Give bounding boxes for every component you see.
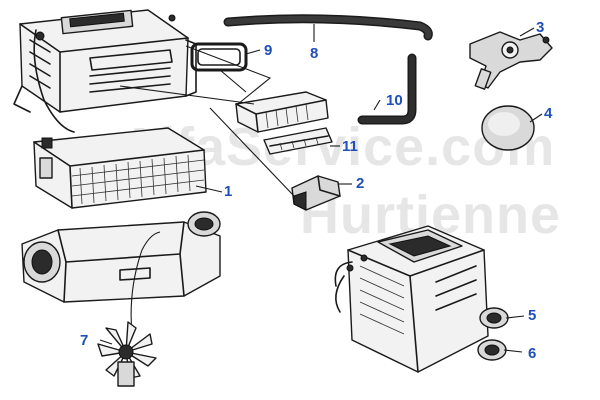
callout-8: 8 bbox=[310, 45, 319, 62]
leader-3 bbox=[519, 27, 535, 37]
callout-5: 5 bbox=[528, 307, 537, 324]
duct-elbow-part-2 bbox=[291, 175, 341, 211]
leader-6 bbox=[503, 349, 523, 353]
gasket-part-9 bbox=[190, 42, 248, 72]
bent-hose-part-10 bbox=[357, 53, 417, 125]
leader-lines bbox=[99, 24, 543, 353]
callout-11: 11 bbox=[342, 138, 358, 155]
leader-7 bbox=[99, 339, 113, 345]
heater-housing-assembly bbox=[13, 9, 197, 133]
callout-3: 3 bbox=[536, 19, 545, 36]
leader-9 bbox=[245, 49, 261, 55]
callout-2: 2 bbox=[356, 175, 365, 192]
heater-core-part-1 bbox=[33, 127, 207, 209]
valve-part-3 bbox=[469, 31, 553, 90]
leader-4 bbox=[529, 113, 543, 123]
leader-housing-to-duct bbox=[209, 107, 295, 197]
hose-part-8 bbox=[223, 14, 433, 41]
heater-unit-assembled bbox=[334, 225, 509, 373]
callout-10: 10 bbox=[386, 92, 403, 109]
callout-7: 7 bbox=[80, 332, 89, 349]
leader-gasket-link bbox=[219, 69, 247, 93]
vent-assembly bbox=[235, 91, 329, 133]
bezel-part-11 bbox=[263, 127, 333, 155]
leader-5 bbox=[505, 315, 525, 319]
fan-part-7 bbox=[97, 231, 161, 387]
leader-housing-to-vent-b bbox=[185, 45, 272, 105]
cap-part-4 bbox=[481, 105, 535, 151]
callout-1: 1 bbox=[224, 183, 233, 200]
callout-4: 4 bbox=[544, 105, 553, 122]
leader-1 bbox=[195, 185, 223, 193]
leader-10 bbox=[373, 99, 381, 111]
leader-housing-to-vent-a bbox=[119, 85, 255, 105]
callout-9: 9 bbox=[264, 42, 273, 59]
blower-housing bbox=[21, 211, 221, 303]
callout-6: 6 bbox=[528, 345, 537, 362]
